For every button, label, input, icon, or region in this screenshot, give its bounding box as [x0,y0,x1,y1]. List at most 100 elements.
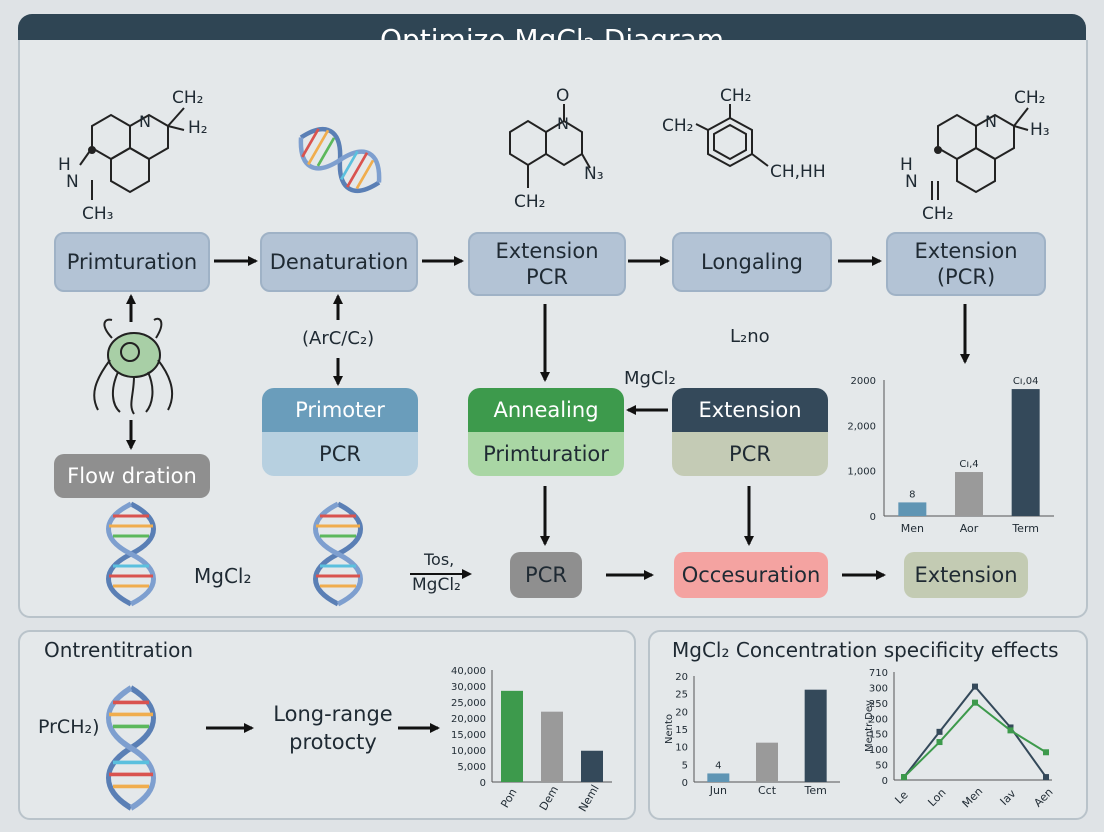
series-line [903,701,1047,778]
dna-helix-small-3 [109,688,154,808]
y-tick-label: 0 [870,512,876,523]
node-extension-bottom: Extension [904,552,1028,598]
y-tick-label: 250 [869,699,888,710]
panel-bottom-left-title: Ontrentitration [44,638,194,662]
label-mgcl2-mid: MgCl₂ [624,368,676,389]
y-tick-label: 15 [675,725,688,736]
bar [541,711,563,782]
x-tick-label: Le [892,788,910,806]
series-point [1043,774,1049,781]
label-prch: PrCH₂) [38,716,100,738]
series-point [972,683,978,690]
bar [955,472,983,516]
label-long-range-line1: Long-range [273,702,393,726]
node-pcr-bottom: PCR [510,552,582,598]
node-annealing: Annealing Primturatior [468,388,624,476]
y-tick-label: 100 [869,745,888,756]
node-pcr-bottom-label: PCR [525,563,567,587]
x-tick-label: Neml [576,783,602,814]
m1-n2-label: N [66,172,79,192]
bottom-right-panel [648,630,1088,820]
node-extension-dark: Extension PCR [672,388,828,476]
node-extension-pcr-line1: Extension [495,239,599,263]
bar-data-label: Cı,4 [959,459,978,470]
m4-ch2-top-label: CH₂ [720,86,752,106]
node-extension-pcr-line2: PCR [526,265,568,289]
label-tos: Tos, [424,550,455,569]
y-tick-label: 0 [882,776,888,787]
y-tick-label: 150 [869,730,888,741]
node-extension-pcr-right: Extension (PCR) [886,232,1046,296]
node-flow-dration-label: Flow dration [67,464,197,488]
y-tick-label: 20 [675,707,688,718]
node-flow-dration: Flow dration [54,454,210,498]
m1-n-label: N [139,112,151,131]
y-tick-label: 2000 [851,376,876,387]
cell-illustration [93,317,174,415]
bar-data-label: Cı,04 [1013,376,1039,387]
y-tick-label: 1,000 [847,467,876,478]
y-tick-label: 50 [875,761,888,772]
y-tick-label: 20,000 [451,714,486,725]
node-extension-pcr-right-line1: Extension [914,239,1018,263]
m5-h-label: H [900,155,913,175]
series-point [901,774,907,781]
label-l2no: L₂no [730,326,770,347]
series-point [972,699,978,706]
x-tick-label: Aor [960,522,979,535]
bar [898,502,927,516]
y-tick-label: 5,000 [457,762,486,773]
main-panel [18,40,1088,618]
bar [1011,389,1040,516]
y-tick-label: 2,000 [847,421,876,432]
x-tick-label: Pon [498,786,519,810]
label-mgcl2-left: MgCl₂ [194,564,252,588]
bar-data-label: 4 [715,760,721,771]
node-extension-dark-top: Extension [672,388,828,432]
node-denaturation-label: Denaturation [269,250,409,274]
m5-ch2-label: CH₂ [1014,88,1046,108]
y-tick-label: 710 [869,668,888,679]
molecule-4 [695,104,769,168]
m5-n-label: N [985,112,997,131]
y-tick-label: 40,000 [451,666,486,677]
x-tick-label: Men [960,785,986,811]
node-occesuration-label: Occesuration [681,563,821,587]
node-extension-dark-bottom: PCR [672,432,828,476]
m5-h3-label: H₃ [1030,120,1050,140]
y-tick-label: 10 [675,743,688,754]
y-tick-label: 15,000 [451,730,486,741]
m1-h2-label: H₂ [188,118,208,138]
node-primoter: Primoter PCR [262,388,418,476]
m1-ch3-label: CH₃ [82,204,114,224]
y-tick-label: 20 [675,672,688,683]
series-point [1043,749,1049,756]
m1-ch2-label: CH₂ [172,88,204,108]
bottom-left-panel [18,630,636,820]
m5-ch2-bottom-label: CH₂ [922,204,954,224]
series-point [1007,727,1014,734]
node-longaling: Longaling [672,232,832,292]
molecule-3 [509,104,591,188]
x-tick-label: Iav [998,787,1019,808]
dna-helix-small-1 [109,504,154,604]
y-tick-label: 300 [869,683,888,694]
molecule-5 [931,107,1029,200]
y-tick-label: 25 [675,690,688,701]
y-tick-label: 200 [869,714,888,725]
label-long-range: Long-range protocty [258,700,408,756]
x-tick-label: Lon [925,786,948,809]
series-point [936,739,943,746]
node-denaturation: Denaturation [260,232,418,292]
m4-chhh-label: CH,HH [770,162,826,182]
m1-h-label: H [58,155,71,175]
label-long-range-line2: protocty [289,730,377,754]
m4-ch2-left-label: CH₂ [662,116,694,136]
m3-o-label: O [556,86,570,106]
node-primoter-top: Primoter [262,388,418,432]
label-arc-c2: (ArC/C₂) [302,328,375,349]
node-primturation: Primturation [54,232,210,292]
x-tick-label: Tem [803,784,826,797]
